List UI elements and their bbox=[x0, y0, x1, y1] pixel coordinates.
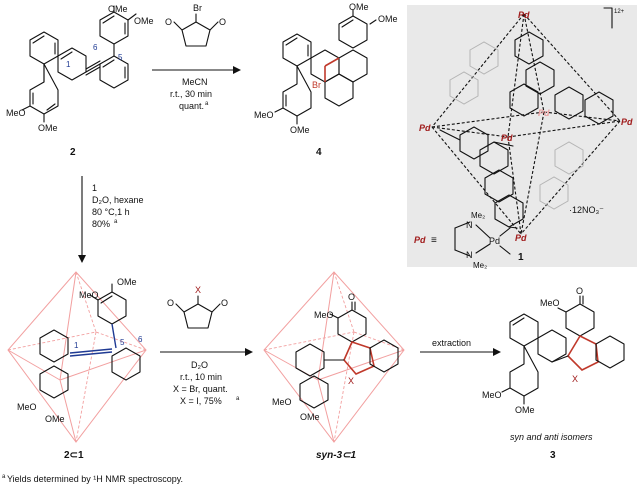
footnote-mark: a bbox=[2, 474, 6, 480]
charge-bracket bbox=[603, 7, 613, 29]
compound-4-label: 4 bbox=[316, 147, 322, 158]
nxs-time: r.t., 10 min bbox=[180, 372, 222, 382]
position-1-label: 1 bbox=[66, 60, 71, 69]
position-5-label: 5 bbox=[118, 53, 123, 62]
nxs-x-atom: X bbox=[195, 285, 201, 295]
n-atom-bottom: N bbox=[466, 250, 473, 260]
nbs-structure bbox=[173, 13, 219, 47]
compound-3-structure bbox=[501, 295, 625, 405]
step-yield: 80% bbox=[92, 219, 110, 229]
x-atom-3: X bbox=[572, 374, 578, 384]
pd-legend-equiv: ≡ bbox=[431, 235, 437, 246]
compound-1-label: 1 bbox=[518, 252, 524, 263]
nbs-o-right: O bbox=[219, 17, 226, 27]
meo-label-2in1b: MeO bbox=[17, 402, 37, 412]
host-guest-syn3in1 bbox=[263, 271, 405, 443]
extraction-label: extraction bbox=[432, 338, 471, 348]
position-6-caged: 6 bbox=[138, 335, 143, 344]
me2-bottom: Me₂ bbox=[473, 261, 487, 270]
step-footnote-mark: a bbox=[114, 219, 118, 225]
step-reagent: 1 bbox=[92, 183, 97, 193]
nbs-time: r.t., 30 min bbox=[170, 89, 212, 99]
ome-label-4a: OMe bbox=[349, 2, 369, 12]
nbs-solvent: MeCN bbox=[182, 77, 208, 87]
cage-panel bbox=[407, 5, 637, 267]
cage-1-structure bbox=[431, 13, 621, 235]
nxs-solvent: D₂O bbox=[191, 360, 208, 370]
pd-right: Pd bbox=[621, 117, 633, 127]
nxs-o-left: O bbox=[167, 298, 174, 308]
position-1-caged: 1 bbox=[74, 341, 79, 350]
compound-2-label: 2 bbox=[70, 147, 76, 158]
n-atom-top: N bbox=[466, 220, 473, 230]
counterion-label: ·12NO₃⁻ bbox=[569, 205, 604, 215]
nbs-br-atom: Br bbox=[193, 3, 202, 13]
footnote-text: Yields determined by ¹H NMR spectroscopy… bbox=[7, 474, 183, 484]
nxs-footnote-mark: a bbox=[236, 396, 240, 402]
position-6-label: 6 bbox=[93, 43, 98, 52]
host-guest-2in1 bbox=[7, 271, 147, 443]
nxs-structure bbox=[175, 295, 221, 329]
ome-label-4c: OMe bbox=[290, 125, 310, 135]
pd-back: Pd bbox=[538, 108, 550, 118]
charge-label: 12+ bbox=[614, 9, 625, 15]
compound-2-structure bbox=[21, 5, 137, 123]
ome-label-2in1b: OMe bbox=[45, 414, 65, 424]
pd-legend-symbol: Pd bbox=[414, 235, 426, 245]
ome-label-3: OMe bbox=[515, 405, 535, 415]
o-atom-3: O bbox=[576, 286, 583, 296]
isomers-label: syn and anti isomers bbox=[510, 432, 593, 442]
pd-top: Pd bbox=[518, 10, 530, 20]
nbs-footnote-mark: a bbox=[205, 101, 209, 107]
step-temp: 80 °C,1 h bbox=[92, 207, 130, 217]
br-atom-4: Br bbox=[312, 80, 321, 90]
pd-bottom: Pd bbox=[515, 233, 527, 243]
pd-front: Pd bbox=[501, 133, 513, 143]
meo-label-2in1: MeO bbox=[79, 290, 99, 300]
nxs-br-yield: X = Br, quant. bbox=[173, 384, 228, 394]
nbs-yield: quant. bbox=[179, 101, 204, 111]
ome-label-2b: OMe bbox=[134, 16, 154, 26]
compound-3-label: 3 bbox=[550, 450, 556, 461]
meo-label-syn3in1b: MeO bbox=[272, 397, 292, 407]
meo-label-3b: MeO bbox=[482, 390, 502, 400]
position-5-caged: 5 bbox=[120, 338, 125, 347]
meo-label-3a: MeO bbox=[540, 298, 560, 308]
ome-label-2in1a: OMe bbox=[117, 277, 137, 287]
step-solvent: D₂O, hexane bbox=[92, 195, 144, 205]
compound-2in1-label: 2⊂1 bbox=[64, 450, 84, 461]
ome-label-2a: OMe bbox=[108, 4, 128, 14]
ome-label-2c: OMe bbox=[38, 123, 58, 133]
compound-4-structure bbox=[274, 9, 377, 125]
ome-label-syn3in1: OMe bbox=[300, 412, 320, 422]
pd-atom-complex: Pd bbox=[489, 236, 500, 246]
x-atom-syn3in1: X bbox=[348, 376, 354, 386]
nxs-i-yield: X = I, 75% bbox=[180, 396, 222, 406]
pd-left: Pd bbox=[419, 123, 431, 133]
o-atom-syn3in1: O bbox=[348, 292, 355, 302]
pd-en-complex bbox=[454, 221, 511, 257]
meo-label-2: MeO bbox=[6, 108, 26, 118]
meo-label-syn3in1a: MeO bbox=[314, 310, 334, 320]
meo-label-4: MeO bbox=[254, 110, 274, 120]
ome-label-4b: OMe bbox=[378, 14, 398, 24]
nbs-o-left: O bbox=[165, 17, 172, 27]
me2-top: Me₂ bbox=[471, 211, 485, 220]
nxs-o-right: O bbox=[221, 298, 228, 308]
compound-syn3in1-label: syn-3⊂1 bbox=[316, 450, 357, 461]
